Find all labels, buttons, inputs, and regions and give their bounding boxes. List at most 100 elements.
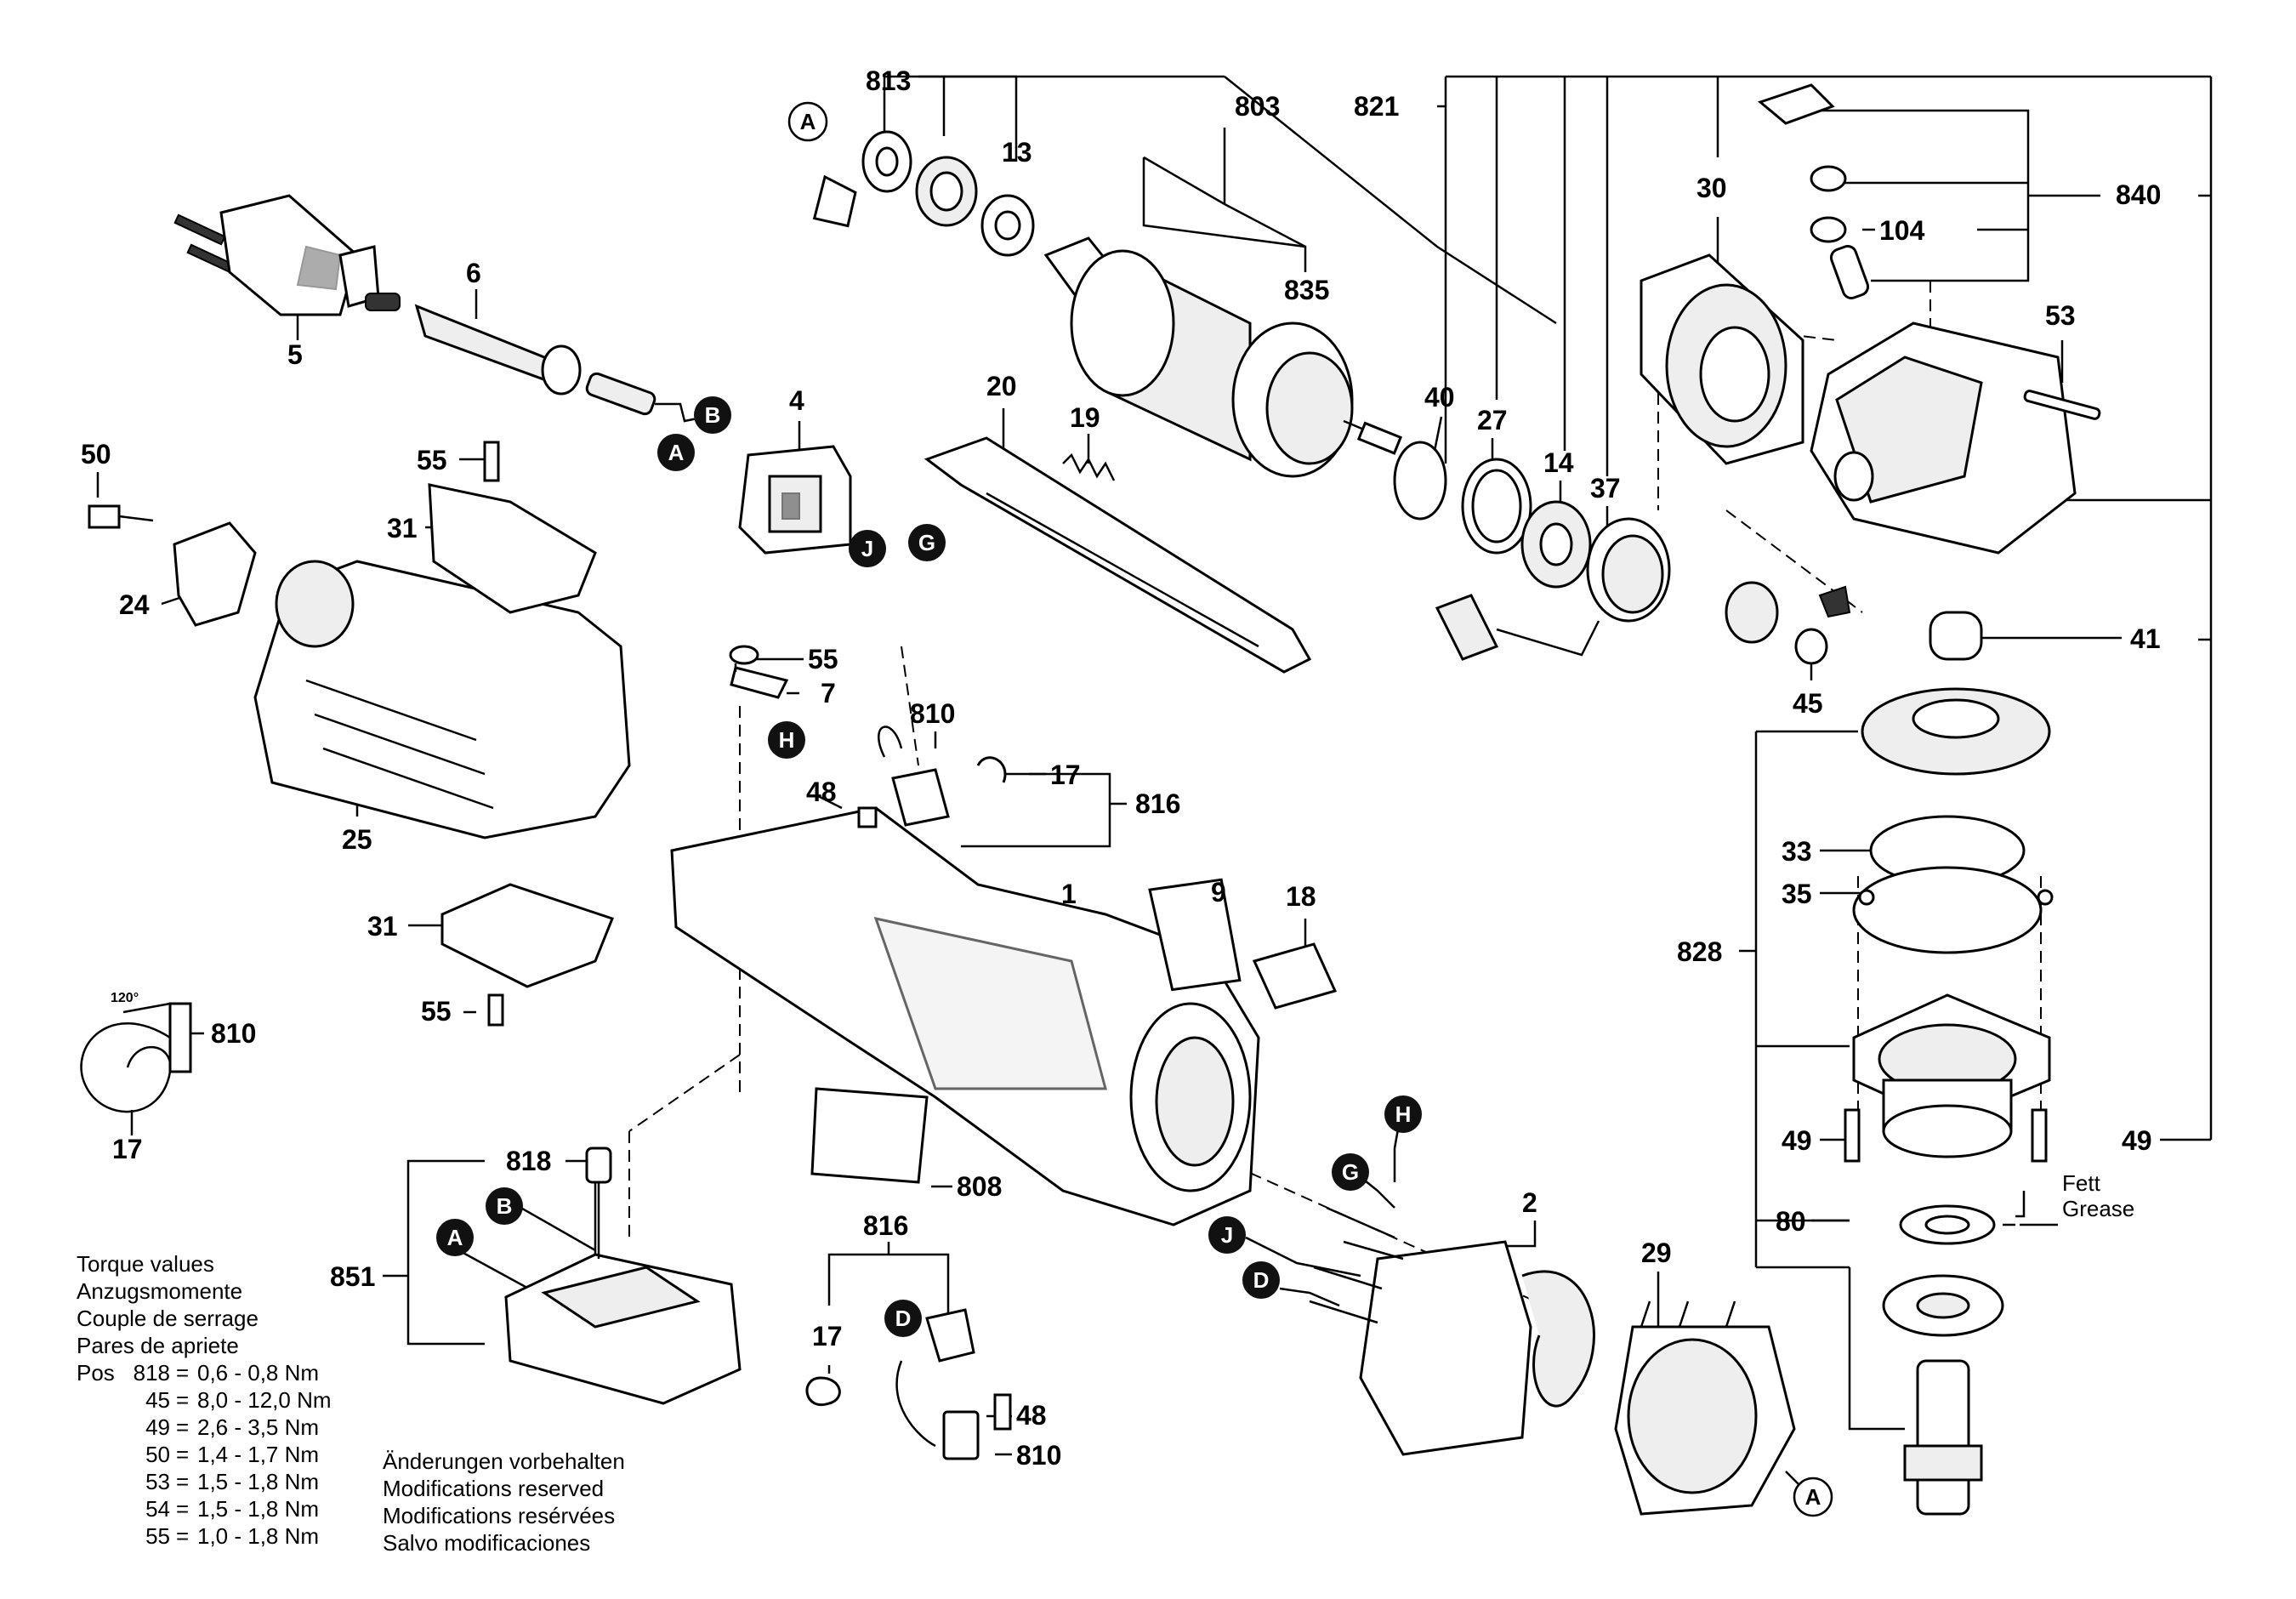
- badge-g: [1332, 1153, 1369, 1191]
- torque-eq: =: [176, 1360, 189, 1386]
- power-plug: [173, 194, 401, 316]
- part-label: 40: [1424, 382, 1455, 413]
- grease-label-en: Grease: [2062, 1196, 2134, 1221]
- part-label: 816: [1135, 788, 1180, 819]
- bevel-gear: [1861, 687, 2051, 776]
- badge-b-label: B: [497, 1193, 513, 1219]
- torque-eq: =: [176, 1387, 189, 1413]
- torque-table: Torque values Anzugsmomente Couple de se…: [77, 1251, 332, 1549]
- badge-g-label: G: [1342, 1159, 1359, 1185]
- plate-35: [1852, 866, 2054, 954]
- badge-h: [1384, 1095, 1422, 1133]
- part-label: 4: [789, 385, 804, 416]
- badge-h: [768, 721, 805, 759]
- badge-h-label: H: [1395, 1101, 1412, 1127]
- part-label: 6: [466, 258, 481, 288]
- disclaimer-en: Modifications reserved: [383, 1476, 604, 1501]
- part-label: 30: [1696, 173, 1727, 203]
- flange-housing: [1852, 993, 2051, 1158]
- part-label: 27: [1477, 405, 1508, 435]
- motor-cover: [88, 441, 631, 1027]
- armature: [812, 130, 1403, 478]
- gear-housing: [1757, 83, 2101, 555]
- part-label: 37: [1590, 473, 1621, 504]
- part-label: 5: [287, 339, 303, 370]
- badge-j-label: J: [1221, 1222, 1233, 1248]
- part-label: 17: [812, 1321, 843, 1351]
- badge-a-label: A: [1805, 1484, 1821, 1510]
- part-label: 828: [1677, 936, 1722, 967]
- part-label: 818: [506, 1146, 551, 1176]
- badge-j-label: J: [861, 536, 873, 561]
- spindle: [1882, 1274, 2004, 1516]
- part-label: 821: [1354, 91, 1399, 122]
- torque-value: 8,0 - 12,0 Nm: [197, 1387, 332, 1413]
- disclaimer-es: Salvo modificaciones: [383, 1530, 590, 1556]
- washer-80: [1899, 1204, 1996, 1245]
- part-label: 1: [1061, 879, 1077, 909]
- badge-b-label: B: [705, 402, 721, 428]
- torque-value: 1,4 - 1,7 Nm: [197, 1442, 319, 1467]
- switch-rod: [924, 436, 1312, 674]
- part-label: 810: [1016, 1440, 1061, 1471]
- grease-label-de: Fett: [2062, 1170, 2101, 1196]
- part-label: 816: [863, 1210, 908, 1241]
- part-label: 104: [1879, 215, 1925, 246]
- torque-prefix: Pos: [77, 1360, 115, 1386]
- part-label: 80: [1776, 1206, 1806, 1237]
- grease-symbol: [2003, 1191, 2058, 1226]
- part-label: 25: [342, 824, 372, 855]
- part-label: 49: [2122, 1125, 2152, 1156]
- torque-pos: 55: [145, 1523, 170, 1549]
- brush-holder: [805, 1308, 1012, 1460]
- torque-pos: 45: [145, 1387, 170, 1413]
- badge-g-label: G: [918, 530, 935, 555]
- badge-a: [436, 1219, 474, 1256]
- part-label: 41: [2130, 623, 2161, 654]
- part-label: 851: [330, 1261, 375, 1292]
- cable-sleeve: [414, 304, 707, 423]
- part-label: 17: [1050, 760, 1081, 790]
- part-label: 55: [808, 644, 838, 674]
- torque-pos: 50: [145, 1442, 170, 1467]
- part-label: 810: [910, 698, 955, 729]
- torque-heading-es: Pares de apriete: [77, 1333, 239, 1358]
- part-label: 20: [986, 371, 1017, 401]
- fan-baffle: [1614, 1300, 1796, 1516]
- torque-eq: =: [176, 1469, 189, 1494]
- part-label: 33: [1782, 836, 1812, 867]
- torque-value: 2,6 - 3,5 Nm: [197, 1414, 319, 1440]
- part-label: 14: [1543, 447, 1574, 478]
- part-label: 29: [1641, 1238, 1672, 1268]
- bearing-plate: [1640, 253, 1804, 465]
- part-label: 48: [806, 777, 837, 807]
- badge-g: [908, 524, 946, 561]
- part-label: 7: [821, 678, 836, 708]
- part-label: 2: [1522, 1187, 1537, 1218]
- part-label: 49: [1782, 1125, 1812, 1156]
- torque-eq: =: [176, 1414, 189, 1440]
- part-label: 48: [1016, 1400, 1047, 1431]
- field-coil: [1309, 1206, 1595, 1456]
- pinion: [1725, 581, 1851, 665]
- spiral-spring: [80, 1002, 192, 1113]
- part-label: 31: [387, 513, 418, 543]
- leader-lines: [96, 75, 2213, 1494]
- torque-pos: 818: [134, 1360, 170, 1386]
- torque-eq: =: [176, 1496, 189, 1522]
- part-label: 55: [421, 996, 452, 1027]
- badge-b: [694, 396, 731, 434]
- badge-a-label: A: [800, 109, 816, 134]
- part-label: 808: [957, 1171, 1002, 1202]
- torque-pos: 49: [145, 1414, 170, 1440]
- part-label: 35: [1782, 879, 1812, 909]
- torque-pos: 54: [145, 1496, 170, 1522]
- part-label: 31: [367, 911, 398, 942]
- badge-a-label: A: [447, 1225, 463, 1250]
- part-labels: 813 803 821 13 835 30 840 104 53 6 5 4 2…: [81, 65, 2161, 1471]
- part-label: 50: [81, 439, 111, 469]
- badge-a-label: A: [668, 440, 685, 465]
- part-label: 19: [1070, 402, 1100, 433]
- part-label: 9: [1211, 877, 1226, 908]
